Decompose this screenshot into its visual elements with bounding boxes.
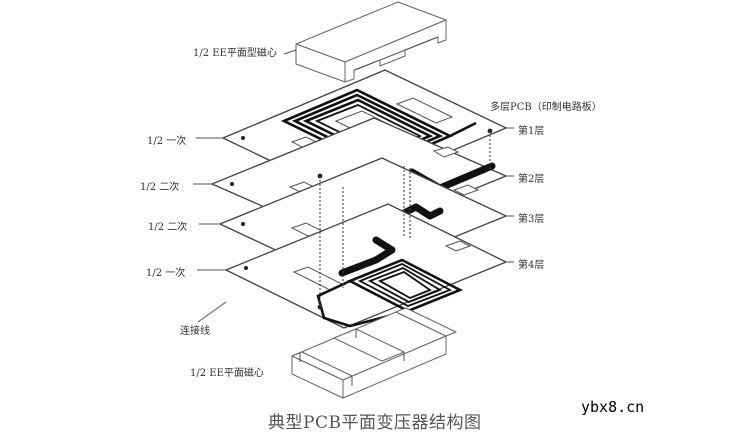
label-secondary-bottom: 1/2 二次 [148,222,188,233]
label-bottom-core: 1/2 EE平面磁心 [190,368,264,379]
label-layer-2: 第2层 [518,174,545,185]
label-connection-line: 连接线 [180,326,210,337]
label-layer-3: 第3层 [518,214,545,225]
label-top-core: 1/2 EE平面型磁心 [193,48,277,59]
label-primary-bottom: 1/2 一次 [146,268,186,279]
diagram-caption: 典型PCB平面变压器结构图 [268,413,482,433]
label-multilayer-pcb: 多层PCB（印制电路板） [490,102,602,113]
label-layer-1: 第1层 [518,126,545,137]
label-layer-4: 第4层 [518,260,545,271]
label-secondary-top: 1/2 二次 [140,182,180,193]
label-primary-top: 1/2 一次 [147,136,187,147]
bottom-core [291,307,457,399]
top-core [295,1,447,83]
via-connections [319,131,491,307]
watermark: ybx8.cn [581,398,645,416]
leader-lines [193,49,514,323]
